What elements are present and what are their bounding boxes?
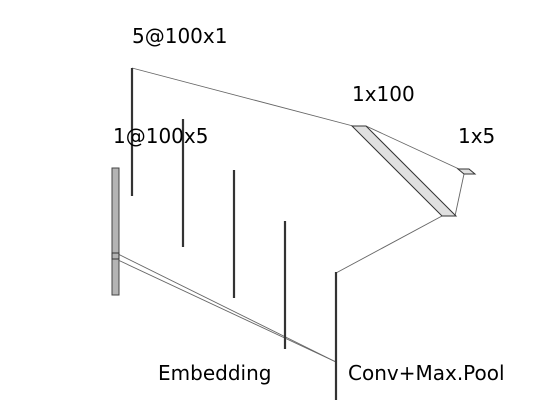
connector-line-input-to-conv-b xyxy=(117,259,337,363)
label-input-size: 1@100x5 xyxy=(113,124,208,148)
connector-line-pool-to-output-top xyxy=(365,125,460,170)
label-conv-pool: Conv+Max.Pool xyxy=(348,361,505,385)
connector-line-input-to-conv-a xyxy=(117,253,337,363)
label-output-size: 1x5 xyxy=(458,124,495,148)
label-pooled-size: 1x100 xyxy=(352,82,415,106)
pooled-vector-plane xyxy=(350,125,458,217)
output-plane xyxy=(456,168,477,175)
connector-line-conv-to-pool-top xyxy=(131,67,354,127)
label-conv-maps: 5@100x1 xyxy=(132,24,227,48)
input-window-marker xyxy=(111,252,120,260)
input-embedding-bar xyxy=(111,167,120,296)
connector-line-pool-to-output-bottom xyxy=(454,173,465,217)
connector-line-conv-to-pool-bottom xyxy=(335,215,443,274)
label-embedding: Embedding xyxy=(158,361,271,385)
